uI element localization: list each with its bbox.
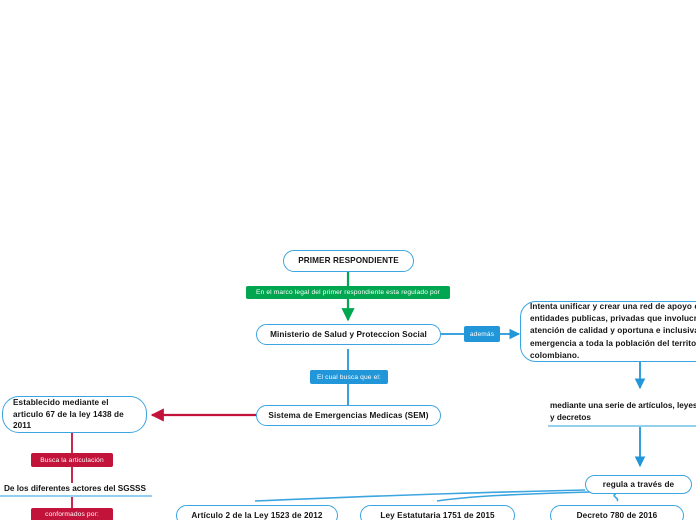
node-regula[interactable]: regula a través de: [585, 475, 692, 494]
node-mediante-serie[interactable]: mediante una serie de artículos, leyes y…: [550, 400, 696, 425]
node-sem-label: Sistema de Emergencias Medicas (SEM): [268, 410, 429, 420]
edge-label-marco-legal: En el marco legal del primer respondient…: [246, 286, 450, 299]
node-establecido-label: Establecido mediante el articulo 67 de l…: [13, 397, 124, 431]
node-actores-sgsss[interactable]: De los diferentes actores del SGSSS: [4, 483, 154, 495]
edge-label-el-cual-busca-text: El cual busca que el:: [317, 373, 381, 381]
node-primer-respondiente-label: PRIMER RESPONDIENTE: [298, 256, 399, 266]
node-ministerio[interactable]: Ministerio de Salud y Proteccion Social: [256, 324, 441, 345]
node-articulo-2-ley-1523-label: Artículo 2 de la Ley 1523 de 2012: [191, 510, 323, 520]
node-ley-estatutaria-1751[interactable]: Ley Estatutaria 1751 de 2015: [360, 505, 515, 520]
edge-label-ademas-text: además: [469, 330, 495, 338]
edge-label-conformados-por: conformados por:: [31, 508, 113, 520]
edge-label-busca-articulacion-text: Busca la articulación: [40, 456, 104, 464]
node-establecido[interactable]: Establecido mediante el articulo 67 de l…: [2, 396, 147, 433]
node-proposito-label: Intenta unificar y crear una red de apoy…: [530, 301, 696, 360]
edge-label-marco-legal-text: En el marco legal del primer respondient…: [255, 289, 441, 296]
connector-regula-to-laws: [254, 489, 619, 502]
node-primer-respondiente[interactable]: PRIMER RESPONDIENTE: [283, 250, 414, 272]
edge-label-ademas: además: [464, 326, 500, 342]
node-regula-label: regula a través de: [602, 479, 675, 489]
node-decreto-780-label: Decreto 780 de 2016: [576, 510, 658, 520]
node-ministerio-label: Ministerio de Salud y Proteccion Social: [270, 329, 427, 339]
node-sem[interactable]: Sistema de Emergencias Medicas (SEM): [256, 405, 441, 426]
node-decreto-780[interactable]: Decreto 780 de 2016: [550, 505, 684, 520]
node-proposito[interactable]: Intenta unificar y crear una red de apoy…: [520, 301, 696, 362]
node-actores-sgsss-label: De los diferentes actores del SGSSS: [4, 484, 146, 493]
edge-label-conformados-por-text: conformados por:: [45, 511, 99, 518]
node-ley-estatutaria-1751-label: Ley Estatutaria 1751 de 2015: [380, 510, 495, 520]
node-mediante-serie-label: mediante una serie de artículos, leyes y…: [550, 401, 696, 423]
edge-label-el-cual-busca: El cual busca que el:: [310, 370, 388, 384]
node-articulo-2-ley-1523[interactable]: Artículo 2 de la Ley 1523 de 2012: [176, 505, 338, 520]
edge-label-busca-articulacion: Busca la articulación: [31, 453, 113, 467]
